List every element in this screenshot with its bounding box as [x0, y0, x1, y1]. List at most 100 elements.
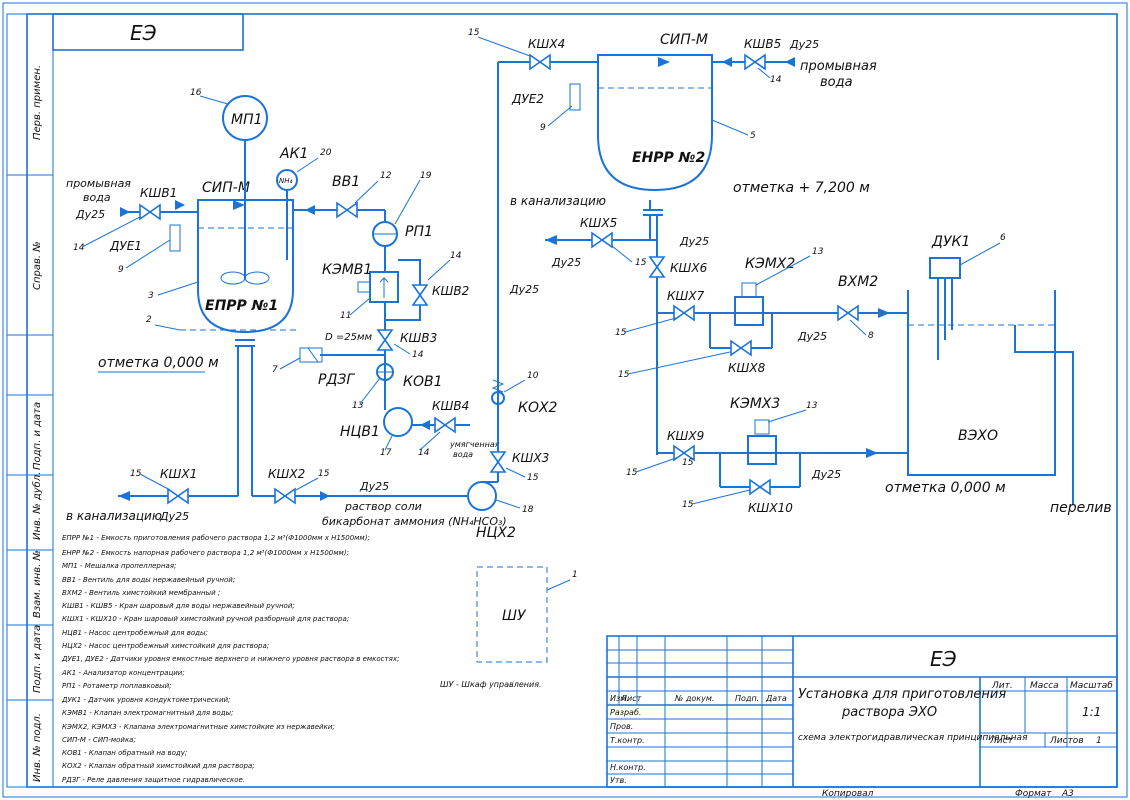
scale-value: 1:1	[1082, 705, 1101, 719]
svg-text:20: 20	[320, 148, 332, 158]
branch-kemx3: КШХ9 15 КШХ10 15 КЭМХ3 13 Ду25 15	[626, 396, 908, 515]
svg-text:1: 1	[572, 570, 578, 580]
legend-line: АК1 - Анализатор концентрации;	[61, 669, 185, 677]
svg-text:14: 14	[770, 75, 782, 85]
svg-text:15: 15	[682, 458, 694, 468]
svg-text:12: 12	[380, 171, 392, 181]
valve-kshx9-label: КШХ9	[667, 429, 704, 443]
top-stamp: ЕЭ	[52, 13, 244, 51]
valve-kshx7-label: КШХ7	[667, 289, 705, 303]
legend-line: НЦВ1 - Насос центробежный для воды;	[62, 629, 208, 637]
svg-text:15: 15	[130, 469, 142, 479]
svg-text:15: 15	[468, 28, 480, 38]
tank-3-vekho: ВЭХО перелив ДУК1 6 отметка 0,000 м	[885, 233, 1112, 516]
svg-text:Подп.: Подп.	[735, 694, 759, 703]
legend-line: КШХ1 - КШХ10 - Кран шаровый химстойкий р…	[62, 615, 349, 623]
svg-text:D =25мм: D =25мм	[325, 332, 373, 343]
svg-text:Пров.: Пров.	[610, 722, 633, 731]
valve-kemv1-label: КЭМВ1	[322, 262, 372, 278]
svg-text:14: 14	[418, 448, 430, 458]
svg-text:Изм.: Изм.	[610, 694, 629, 703]
pump-ncv1-label: НЦВ1	[340, 424, 380, 440]
legend-line: ВВ1 - Вентиль для воды нержавейный ручно…	[62, 576, 235, 584]
svg-text:вода: вода	[83, 191, 111, 204]
tank-2: ЕНРР №2 СИП-М КШВ5 Ду25 промывная вода 1…	[597, 32, 877, 216]
svg-text:Лит.: Лит.	[991, 681, 1013, 691]
pump-ncx2-label: НЦХ2	[476, 525, 516, 541]
level-top-label: отметка + 7,200 м	[733, 180, 870, 196]
svg-text:вода: вода	[453, 450, 473, 459]
check-kov1-label: КОВ1	[403, 374, 442, 390]
legend-line: КЭМВ1 - Клапан электромагнитный для воды…	[62, 709, 233, 717]
svg-text:15: 15	[682, 500, 694, 510]
tank-2-outlet: в канализацию КШХ5 Ду25 15 Ду25 КШХ6	[510, 194, 709, 455]
svg-text:Листов: Листов	[1049, 736, 1084, 746]
svg-text:13: 13	[812, 247, 824, 257]
legend-line: КОВ1 - Клапан обратный на воду;	[62, 749, 187, 757]
side-label-sprav: Справ. №	[32, 241, 43, 290]
svg-text:15: 15	[527, 473, 539, 483]
tank-1-lid: СИП-М	[202, 180, 250, 196]
title-subtitle: схема электрогидравлическая принципиальн…	[798, 733, 1028, 743]
tank-2-name: ЕНРР №2	[632, 150, 705, 166]
svg-text:7: 7	[272, 365, 278, 375]
svg-text:Разраб.: Разраб.	[610, 708, 641, 717]
svg-text:15: 15	[618, 370, 630, 380]
svg-text:№ докум.: № докум.	[674, 694, 714, 703]
side-label-perv: Перв. примен.	[32, 65, 43, 140]
svg-text:Ду25: Ду25	[75, 208, 105, 221]
analyzer-label: АК1	[279, 146, 308, 162]
svg-text:Масштаб: Масштаб	[1070, 681, 1113, 691]
rotameter-label: РП1	[405, 224, 433, 240]
pump-ncx2: НЦХ2 18 КШХ3 15 КОХ2 10 Ду25 КШХ4 15	[467, 28, 598, 541]
svg-text:11: 11	[340, 311, 351, 321]
svg-text:Ду25: Ду25	[159, 510, 189, 523]
legend-line: КОХ2 - Клапан обратный химстойкий для ра…	[62, 762, 255, 770]
check-kox2-label: КОХ2	[518, 400, 558, 416]
bottom-left-lines: КШХ1 15 в канализацию Ду25 КШХ2 15 Ду25 …	[66, 346, 507, 528]
sensor-due1-label: ДУЕ1	[109, 239, 142, 253]
svg-text:Лист: Лист	[989, 736, 1014, 746]
valve-kshv5-label: КШВ5	[744, 37, 781, 51]
cabinet-label: ШУ	[502, 608, 527, 624]
title-code: ЕЭ	[930, 647, 957, 671]
svg-text:Ду25: Ду25	[551, 256, 581, 269]
svg-text:9: 9	[118, 265, 124, 275]
svg-text:6: 6	[1000, 233, 1006, 243]
side-label-dubl: Инв. № дубл.	[31, 472, 43, 540]
sensor-due2-label: ДУЕ2	[511, 92, 544, 106]
legend-line: ДУЕ1, ДУЕ2 - Датчики уровня емкостные ве…	[61, 655, 399, 663]
valve-kemx3-label: КЭМХ3	[730, 396, 780, 412]
svg-text:промывная: промывная	[800, 59, 877, 74]
valve-kshx1-label: КШХ1	[160, 467, 197, 481]
legend-line: ЕПРР №1 - Емкость приготовления рабочего…	[62, 534, 370, 542]
side-label-podl: Инв. № подл.	[32, 713, 43, 782]
svg-text:15: 15	[615, 328, 627, 338]
valve-kshx6-label: КШХ6	[670, 261, 708, 275]
svg-text:бикарбонат аммония (NH₄HCO₃): бикарбонат аммония (NH₄HCO₃)	[322, 515, 507, 528]
valve-kshx3-label: КШХ3	[512, 451, 549, 465]
legend-line: МП1 - Мешалка пропеллерная;	[62, 562, 176, 570]
svg-text:Ду25: Ду25	[811, 468, 841, 481]
svg-text:16: 16	[190, 88, 202, 98]
branch-kemx2: КШХ7 15 КШХ8 15 КЭМХ2 13 Ду25 ВХМ2 8	[615, 247, 908, 380]
relay-label: РДЗГ	[318, 372, 355, 388]
svg-text:14: 14	[412, 350, 424, 360]
svg-text:17: 17	[380, 448, 392, 458]
legend-line: РП1 - Ротаметр поплавковый;	[62, 682, 172, 690]
svg-text:2: 2	[146, 315, 152, 325]
svg-text:15: 15	[318, 469, 330, 479]
relay-rdzg: РДЗГ 7	[272, 347, 385, 388]
valve-vv1-label: ВВ1	[332, 174, 360, 190]
legend-line: КЭМХ2, КЭМХ3 - Клапана электромагнитные …	[62, 723, 335, 731]
side-label-podp1: Подп. и дата	[32, 402, 43, 470]
legend-line: СИП-М - СИП-мойка;	[62, 736, 136, 744]
svg-text:Ду25: Ду25	[797, 330, 827, 343]
mixer-label: МП1	[231, 112, 263, 128]
water-branch: ВВ1 12 РП1 19 КЭМВ1 11 КШВ2 14 КШВ3 D =2…	[293, 171, 469, 411]
level-zero-left: 2 отметка 0,000 м	[98, 315, 300, 373]
tank-3-name: ВЭХО	[958, 428, 998, 444]
svg-text:Н.контр.: Н.контр.	[610, 763, 646, 772]
